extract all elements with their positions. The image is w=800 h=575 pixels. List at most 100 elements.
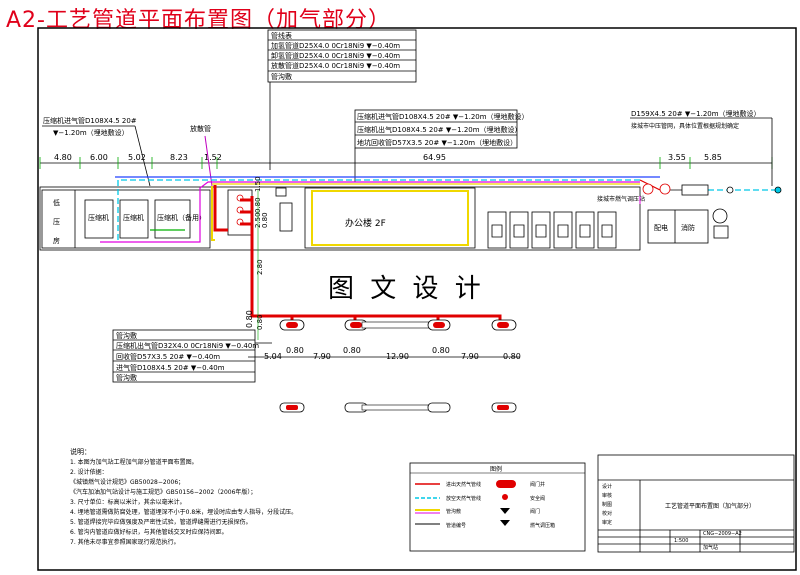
top-dimension-labels: 4.80 6.00 5.02 8.23 1.52 64.95 3.55 5.85 (54, 153, 722, 162)
dim-bot-1: 5.04 (264, 352, 282, 361)
vdim-1: 1.50 (254, 176, 262, 192)
lower-pipe-table (112, 329, 272, 383)
pipelines (100, 176, 780, 326)
note-2: 2. 设计依据： (70, 468, 108, 476)
dim-top-1: 4.80 (54, 153, 72, 162)
legend-item-1: 进出天然气管线 (446, 481, 481, 488)
note-1: 1. 本图为加气站工程加气部分管道平面布置图。 (70, 458, 198, 466)
right-pipe-annotation: D159X4.5 20# ▼−1.20m（埋地敷设） 接城市中压管网，具体位置根… (597, 109, 773, 203)
title-block-text: 工艺管道平面布置图（加气部分） 设计 审核 制图 校对 审定 1:500 CNG… (602, 483, 755, 551)
vent-label: 放散管 (190, 124, 211, 133)
legend-item-4: 管道编号 (446, 522, 466, 529)
dim-top-4: 8.23 (170, 153, 188, 162)
dim-top-8: 5.85 (704, 153, 722, 162)
tb-left-3: 制图 (602, 501, 612, 508)
dim-bot-6: 0.80 (432, 346, 450, 355)
compressor-building (41, 189, 211, 249)
dim-bot-5: 12.90 (386, 352, 409, 361)
dim-top-2: 6.00 (90, 153, 108, 162)
legend-item-5: 阀门井 (530, 481, 545, 488)
vdim-6: 0.80 (256, 314, 264, 330)
right-pipe-label: D159X4.5 20# ▼−1.20m（埋地敷设） (631, 109, 761, 118)
legend-item-3: 管沟敷 (446, 508, 461, 515)
dim-bot-4: 0.80 (343, 346, 361, 355)
bottom-dimension-labels: 5.04 0.80 7.90 0.80 12.90 0.80 7.90 0.80… (245, 310, 521, 361)
lower-pipe-table-text: 管沟敷 压缩机出气管D32X4.0 0Cr18Ni9 ▼−0.40m 回收管D5… (116, 331, 259, 382)
compressor-rooms-text: 低 压 房 压缩机 压缩机 压缩机（备用） (53, 198, 206, 245)
watermark-text: 图 文 设 计 (328, 274, 485, 304)
cyan-pipe (117, 179, 640, 240)
magenta-pipe (100, 181, 640, 243)
dim-bot-8: 0.80 (503, 352, 521, 361)
drawing-frame (37, 27, 797, 571)
dim-top-6: 64.95 (423, 153, 446, 162)
note-5: 3. 尺寸单位：标高以米计，其余以毫米计。 (70, 498, 186, 506)
dim-top-7: 3.55 (668, 153, 686, 162)
right-pipe-note: 接城市中压管网，具体位置根据规划确定 (631, 122, 739, 130)
dim-top-3: 5.02 (128, 153, 146, 162)
lower-row-2: 回收管D57X3.5 20# ▼−0.40m (116, 352, 220, 361)
top-pipe-table (267, 29, 417, 170)
top-table-title: 管线表 (271, 31, 292, 40)
tb-drawing-no: CNG−2009−A2 (703, 531, 742, 537)
legend-item-6: 安全阀 (530, 495, 545, 502)
dim-bot-3: 7.90 (313, 352, 331, 361)
legend-item-8: 燃气调压箱 (530, 522, 555, 529)
yellow-pipe (211, 186, 215, 241)
right-rooms-text: 配电 消防 (654, 223, 695, 232)
lower-table-foot: 管沟敷 (116, 373, 137, 382)
tb-left-5: 审定 (602, 519, 612, 526)
room-3: 压缩机（备用） (157, 213, 206, 222)
top-table-foot: 管沟敷 (271, 72, 292, 81)
dispenser-row-2 (279, 402, 517, 413)
notes-title: 说明： (70, 447, 91, 456)
note-7: 5. 管道焊接完毕应做强度及严密性试验，管道焊缝需进行无损探伤。 (70, 518, 252, 526)
right-building (647, 208, 729, 244)
room-2: 压缩机 (123, 213, 144, 222)
top-pipe-table-text: 管线表 加氢管道D25X4.0 0Cr18Ni9 ▼−0.40m 卸氢管道D25… (271, 31, 400, 81)
mid-row-1: 压缩机进气管D108X4.5 20# ▼−1.20m（埋地敷设） (357, 112, 529, 121)
legend: 图例 进出天然气管线 放空天然气管线 管沟敷 管道编号 阀门井 安全阀 阀门 燃… (409, 462, 586, 552)
legend-title: 图例 (490, 465, 502, 473)
drawing-title: A2-工艺管道平面布置图（加气部分） (6, 8, 391, 33)
dispenser-row-1 (279, 319, 517, 331)
left-pipe-elev: ▼−1.20m（埋地敷设） (53, 128, 129, 137)
dim-bot-2: 0.80 (286, 346, 304, 355)
right-small-note: 接城市燃气调压站 (597, 195, 645, 203)
vdim-5: 2.80 (256, 259, 264, 275)
lower-row-3: 进气管D108X4.5 20# ▼−0.40m (116, 363, 225, 372)
left-side-1: 低 (53, 198, 60, 207)
middle-pipe-table (354, 109, 518, 182)
office-building: 办公楼 2F (304, 187, 476, 249)
middle-pipe-table-text: 压缩机进气管D108X4.5 20# ▼−1.20m（埋地敷设） 压缩机出气D1… (357, 112, 529, 147)
tb-scale: 1:500 (674, 538, 688, 544)
tb-left-1: 设计 (602, 483, 612, 490)
dim-top-5: 1.52 (204, 153, 222, 162)
vertical-dimensions: 1.50 0.80 2.50 0.80 2.80 0.80 (254, 176, 269, 330)
legend-item-2: 放空天然气管线 (446, 495, 481, 502)
title-block (597, 454, 795, 553)
right-room-2: 消防 (681, 223, 695, 232)
legend-item-7: 阀门 (530, 508, 540, 515)
dispensers (279, 319, 517, 413)
vdim-4: 0.80 (261, 212, 269, 228)
site-outline (39, 186, 641, 251)
note-8: 6. 管沟内管道应做好标识，与其他管线交叉时应保持间距。 (70, 528, 228, 536)
note-3: 《城镇燃气设计规范》GB50028−2006； (70, 478, 184, 486)
note-6: 4. 埋地管道需做防腐处理，管道埋深不小于0.8米，埋设时应由专人指导，分段试压… (70, 508, 297, 516)
dim-bot-left: 0.80 (245, 310, 254, 328)
top-dimension-line (39, 157, 773, 169)
room-1: 压缩机 (88, 213, 109, 222)
notes-block: 说明： 1. 本图为加气站工程加气部分管道平面布置图。 2. 设计依据： 《城镇… (70, 447, 297, 546)
parking-spaces (487, 211, 617, 249)
tb-project: 加气站 (703, 544, 718, 551)
mid-row-3: 地坑回收管D57X3.5 20# ▼−1.20m（埋地敷设） (357, 138, 517, 147)
top-table-row-1: 加氢管道D25X4.0 0Cr18Ni9 ▼−0.40m (271, 41, 400, 50)
left-pipe-label: 压缩机进气管D108X4.5 20# (43, 116, 137, 125)
lower-table-title: 管沟敷 (116, 331, 137, 340)
top-table-row-3: 放散管道D25X4.0 0Cr18Ni9 ▼−0.40m (271, 61, 400, 70)
note-4: 《汽车加油加气站设计与施工规范》GB50156−2002（2006年版）； (70, 488, 256, 496)
note-9: 7. 其他未尽事宜参照国家现行规范执行。 (70, 538, 180, 546)
right-room-1: 配电 (654, 223, 668, 232)
